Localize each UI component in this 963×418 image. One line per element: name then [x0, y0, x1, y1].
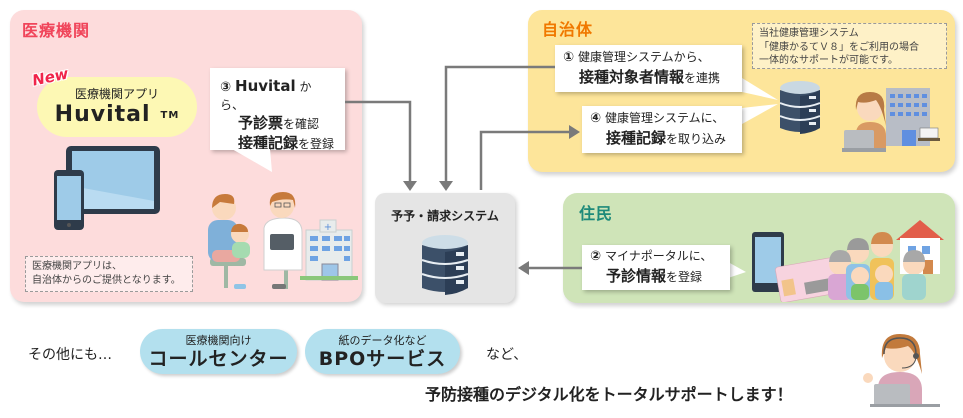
city-hall-icon	[886, 88, 940, 146]
step3-questionnaire: 予診票	[238, 113, 284, 132]
service-call-center-main: コールセンター	[148, 348, 289, 370]
step1-target-info: 接種対象者情報	[579, 67, 685, 86]
municipality-title: 自治体	[542, 20, 594, 39]
step4-number: ④	[590, 111, 602, 126]
municipality-note-line1: 当社健康管理システム	[759, 28, 859, 39]
service-bpo-main: BPOサービス	[318, 348, 447, 370]
service-bpo-sub: 紙のデータ化など	[338, 334, 427, 347]
step3-number: ③	[220, 80, 232, 95]
trademark: TM	[160, 109, 180, 121]
app-subtitle: 医療機関アプリ	[74, 87, 159, 101]
step3-line1-rest: から、	[220, 80, 312, 112]
arrow-step3-to-system	[345, 100, 417, 191]
step4-vaccination-record: 接種記録	[606, 128, 667, 147]
step2-callout-tail	[728, 262, 746, 278]
my-number-card-icon	[775, 257, 839, 302]
step1-line2-rest: を連携	[684, 70, 721, 85]
operator-illustration	[863, 334, 940, 407]
step3-vaccination-record: 接種記録	[238, 133, 299, 152]
municipality-database-icon	[779, 81, 821, 134]
step1-number: ①	[563, 50, 575, 65]
hospital-icon: +	[300, 219, 358, 281]
office-worker-illustration	[842, 88, 940, 152]
step3-app-name: Huvital	[235, 77, 296, 95]
step2-line2-rest: を登録	[666, 269, 703, 284]
service-call-center-sub: 医療機関向け	[185, 334, 252, 347]
step2-pre-exam-info: 予診情報	[606, 266, 667, 285]
tablet-smartphone-icon	[54, 146, 160, 230]
huvital-app-label: 医療機関アプリ Huvital TM	[37, 77, 197, 137]
residents-title: 住民	[579, 204, 614, 223]
medical-note-line1: 医療機関アプリは、	[32, 261, 122, 272]
footer-tagline: 予防接種のデジタル化をトータルサポートします！	[425, 385, 793, 404]
step2-line1: マイナポータルに、	[605, 249, 713, 263]
residents-illustration	[752, 220, 944, 302]
medical-institution-title: 医療機関	[22, 21, 91, 40]
medical-note-line2: 自治体からのご提供となります。	[32, 274, 181, 286]
clinic-scene-illustration: +	[208, 192, 358, 289]
smartphone-icon	[54, 170, 84, 230]
footer-lead: その他にも…	[28, 347, 112, 363]
app-name: Huvital	[54, 102, 151, 127]
doctor-illustration	[263, 192, 303, 289]
system-title: 予予・請求システム	[391, 209, 499, 223]
step3-line3-rest: を登録	[298, 136, 335, 151]
footer-etc: など、	[486, 347, 528, 363]
tablet-icon	[66, 146, 160, 214]
step3-line2-rest: を確認	[283, 116, 320, 131]
service-call-center: 医療機関向け コールセンター	[140, 329, 297, 374]
office-worker-person	[842, 92, 886, 152]
step2-number: ②	[590, 249, 602, 264]
mother-baby-illustration	[208, 194, 250, 289]
database-icon	[421, 235, 469, 295]
municipality-note-line2: 「健康かるてＶ８」をご利用の場合	[759, 41, 919, 53]
service-bpo: 紙のデータ化など BPOサービス	[305, 329, 460, 374]
health-system-note: 当社健康管理システム 「健康かるてＶ８」をご利用の場合 一体的なサポートが可能で…	[752, 23, 947, 69]
step3-callout-tail	[232, 149, 272, 172]
step1-line1: 健康管理システムから、	[578, 50, 710, 64]
arrow-step1-to-system	[439, 65, 555, 191]
svg-text:+: +	[324, 222, 332, 233]
arrow-step2-to-system	[518, 261, 582, 275]
step4-line1: 健康管理システムに、	[605, 111, 725, 125]
reservation-billing-system: 予予・請求システム	[375, 193, 515, 303]
municipality-note-line3: 一体的なサポートが可能です。	[759, 55, 898, 66]
medical-app-note: 医療機関アプリは、 自治体からのご提供となります。	[25, 256, 193, 292]
step1-step4-callout-tails	[742, 78, 778, 124]
arrow-system-to-step4	[479, 125, 580, 190]
step4-line2-rest: を取り込み	[666, 131, 727, 146]
family-illustration	[828, 232, 926, 300]
